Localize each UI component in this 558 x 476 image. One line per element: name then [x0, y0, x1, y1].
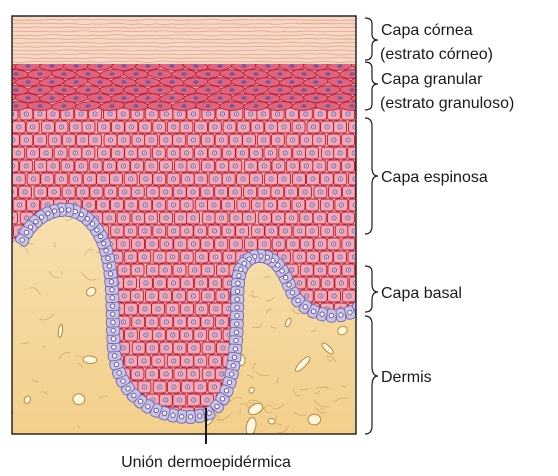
brace-granular	[365, 62, 378, 110]
label-estrato-granuloso: (estrato granuloso)	[380, 95, 514, 112]
granular-cells	[0, 60, 389, 111]
label-capa-cornea: Capa córnea	[381, 22, 473, 39]
label-capa-basal: Capa basal	[381, 285, 462, 302]
label-union-dermoepidermica: Unión dermoepidérmica	[121, 454, 291, 471]
label-estrato-corneo: (estrato córneo)	[380, 46, 493, 63]
brace-spinosa	[365, 118, 378, 234]
brace-dermis	[365, 316, 378, 434]
stratum-corneum	[12, 16, 364, 64]
label-capa-espinosa: Capa espinosa	[381, 169, 488, 186]
brace-basal	[365, 266, 378, 312]
brace-corneum	[365, 18, 378, 60]
label-dermis: Dermis	[381, 369, 432, 386]
label-capa-granular: Capa granular	[381, 71, 483, 88]
